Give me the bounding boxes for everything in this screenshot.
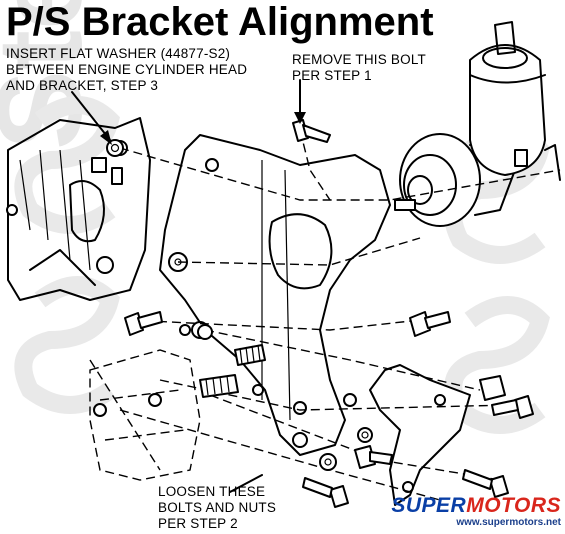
remove-bolt-line-2: PER STEP 1	[292, 68, 372, 83]
remove-bolt-callout: REMOVE THIS BOLT PER STEP 1	[292, 52, 426, 84]
bolts	[124, 119, 534, 508]
ps-reservoir	[469, 21, 561, 181]
pump-pulley	[394, 133, 516, 227]
callout-arrows	[71, 79, 306, 493]
loosen-line-3: PER STEP 2	[158, 516, 238, 531]
logo-motors: MOTORS	[466, 494, 561, 517]
washer-callout-line-1: INSERT FLAT WASHER (44877-S2)	[6, 46, 231, 61]
bolt-left-upper	[124, 311, 163, 336]
bolt-bottom-center	[302, 477, 349, 508]
stud-1	[234, 344, 266, 366]
logo-wordmark: SUPERMOTORS	[391, 495, 561, 517]
loosen-callout: LOOSEN THESE BOLTS AND NUTS PER STEP 2	[158, 484, 276, 532]
logo-url: www.supermotors.net	[456, 517, 561, 528]
supermotors-logo: SUPERMOTORS www.supermotors.net	[391, 495, 561, 529]
lower-bracket-arm	[369, 364, 506, 506]
ps-bracket	[159, 134, 391, 456]
diagram-title: P/S Bracket Alignment	[6, 0, 434, 44]
bolt-right-lower	[491, 395, 534, 419]
loosen-line-2: BOLTS AND NUTS	[158, 500, 277, 515]
bolt-center-lower	[354, 445, 393, 469]
threaded-studs	[199, 344, 266, 398]
bolt-bottom-right	[462, 469, 509, 498]
washer-callout: INSERT FLAT WASHER (44877-S2) BETWEEN EN…	[6, 46, 247, 94]
bolt-right-mid	[409, 311, 451, 337]
loosen-line-1: LOOSEN THESE	[158, 484, 266, 499]
remove-bolt-line-1: REMOVE THIS BOLT	[292, 52, 426, 67]
bolt-remove	[292, 119, 331, 143]
lower-engine-outline	[89, 349, 201, 481]
washer-callout-line-3: AND BRACKET, STEP 3	[6, 78, 159, 93]
logo-super: SUPER	[391, 494, 467, 517]
stud-2	[199, 374, 239, 398]
washer-callout-line-2: BETWEEN ENGINE CYLINDER HEAD	[6, 62, 248, 77]
